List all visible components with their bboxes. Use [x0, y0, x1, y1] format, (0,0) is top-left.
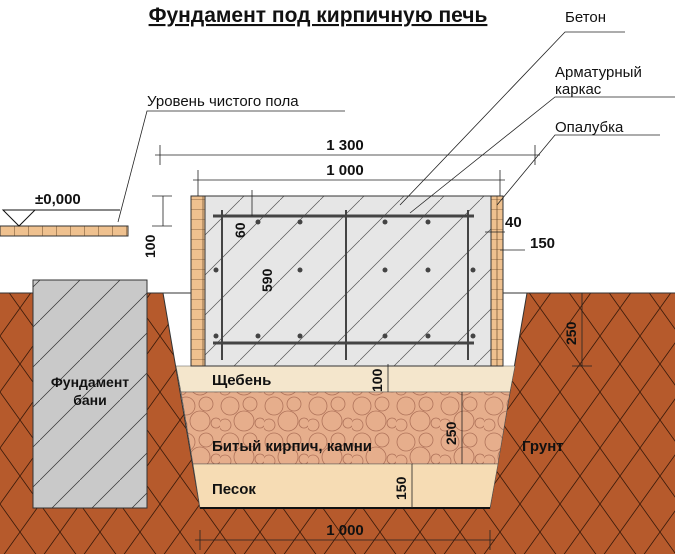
dim-overall-width: 1 300: [326, 137, 364, 154]
formwork-right: [490, 195, 504, 367]
title: Фундамент под кирпичную печь: [149, 4, 488, 27]
label-rebar-2: каркас: [555, 81, 602, 98]
label-concrete: Бетон: [565, 9, 606, 26]
label-floor-level: Уровень чистого пола: [147, 93, 299, 110]
dim-rebar-cover: 60: [232, 222, 248, 238]
rebar-cage: [213, 210, 476, 360]
label-gravel: Щебень: [212, 372, 271, 389]
level-marker-icon: [1, 209, 37, 227]
dim-slab-width: 1 000: [326, 162, 364, 179]
label-broken-brick: Битый кирпич, камни: [212, 438, 372, 455]
label-bath-2: бани: [73, 392, 107, 408]
dim-above-floor: 100: [142, 234, 158, 258]
dim-bottom-width: 1 000: [326, 522, 364, 539]
label-soil: Грунт: [522, 438, 564, 455]
label-rebar-1: Арматурный: [555, 64, 642, 81]
dim-broken-brick: 250: [443, 421, 459, 445]
label-elevation: ±0,000: [35, 191, 81, 208]
dim-slab-height: 590: [259, 268, 275, 292]
soil: [0, 293, 675, 554]
label-bath-1: Фундамент: [51, 374, 129, 390]
dim-gravel: 100: [369, 368, 385, 392]
formwork-left: [190, 195, 206, 367]
label-formwork: Опалубка: [555, 119, 624, 136]
dim-sand: 150: [393, 476, 409, 500]
dim-formwork-offset: 150: [530, 235, 555, 252]
dim-depth-below-ground: 250: [563, 321, 579, 345]
floor-strip: [0, 225, 129, 237]
label-sand: Песок: [212, 481, 256, 498]
dim-formwork-thickness: 40: [505, 214, 522, 231]
